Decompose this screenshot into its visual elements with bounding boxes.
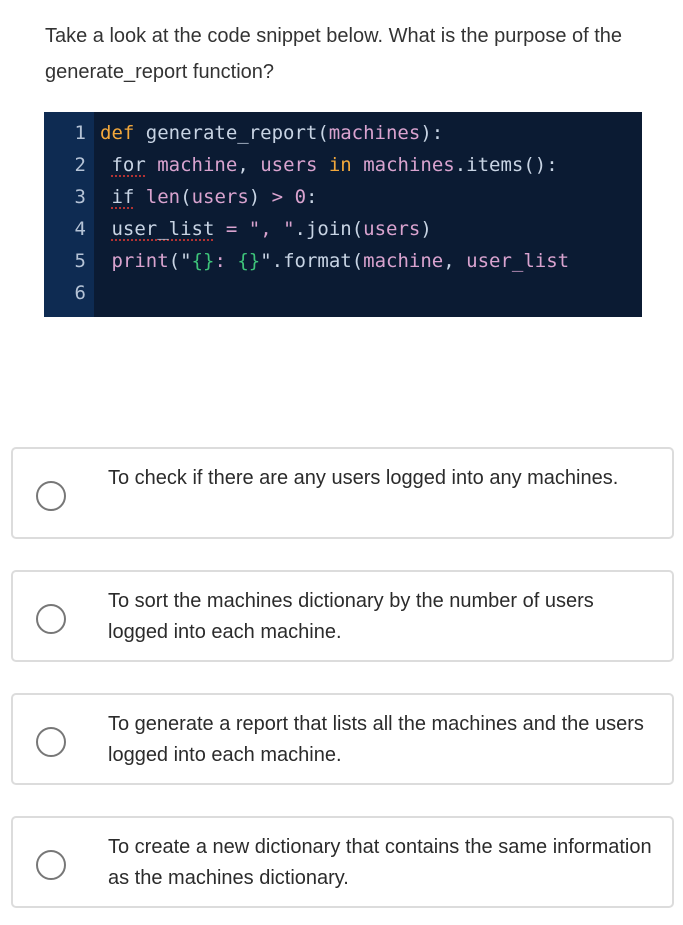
- code-token: (": [168, 250, 192, 272]
- code-token: ", ": [248, 218, 295, 240]
- code-token: {}: [191, 250, 215, 272]
- line-number: 5: [74, 250, 86, 272]
- code-token: .items():: [454, 154, 558, 176]
- code-token: ,: [237, 154, 261, 176]
- answer-option[interactable]: To sort the machines dictionary by the n…: [11, 570, 674, 662]
- code-line: 3 if len(users) > 0:: [44, 181, 318, 213]
- code-token: ,: [443, 250, 467, 272]
- option-label: To create a new dictionary that contains…: [108, 836, 652, 889]
- code-token: machines: [363, 154, 455, 176]
- code-token: ):: [420, 122, 444, 144]
- code-token: [317, 154, 328, 176]
- radio-button[interactable]: [36, 481, 66, 511]
- line-number-gutter: [44, 112, 94, 317]
- code-token: def: [100, 122, 135, 144]
- answer-option[interactable]: To check if there are any users logged i…: [11, 447, 674, 539]
- code-token: if: [111, 186, 135, 208]
- code-token: ): [420, 218, 432, 240]
- code-token: {}: [237, 250, 261, 272]
- code-token: for: [111, 154, 146, 176]
- code-token: [134, 186, 145, 208]
- code-line: 4 user_list = ", ".join(users): [44, 213, 432, 245]
- code-token: user_list: [466, 250, 570, 272]
- code-token: users: [363, 218, 421, 240]
- code-token: machine: [157, 154, 238, 176]
- code-token: ".format(: [260, 250, 364, 272]
- code-token: user_list: [111, 218, 215, 240]
- code-token: [237, 218, 248, 240]
- code-token: (: [180, 186, 192, 208]
- code-token: users: [260, 154, 318, 176]
- radio-button[interactable]: [36, 727, 66, 757]
- code-line: 5 print("{}: {}".format(machine, user_li…: [44, 245, 570, 277]
- code-token: machine: [363, 250, 444, 272]
- answer-option[interactable]: To create a new dictionary that contains…: [11, 816, 674, 908]
- radio-button[interactable]: [36, 850, 66, 880]
- code-token: [146, 154, 157, 176]
- code-token: :: [214, 250, 238, 272]
- code-token: print: [111, 250, 169, 272]
- code-token: len: [145, 186, 181, 208]
- line-number: 2: [74, 154, 86, 176]
- option-label: To generate a report that lists all the …: [108, 713, 644, 766]
- code-token: machines: [328, 122, 421, 144]
- code-token: >: [271, 186, 284, 208]
- option-label: To check if there are any users logged i…: [108, 467, 619, 489]
- code-token: [283, 186, 294, 208]
- line-number: 6: [74, 282, 86, 304]
- radio-button[interactable]: [36, 604, 66, 634]
- line-number: 3: [74, 186, 86, 208]
- code-token: generate_report(: [134, 122, 329, 144]
- code-token: 0: [294, 186, 307, 208]
- code-token: ): [248, 186, 272, 208]
- option-label: To sort the machines dictionary by the n…: [108, 590, 594, 643]
- code-token: [352, 154, 363, 176]
- code-token: :: [306, 186, 318, 208]
- code-token: [214, 218, 225, 240]
- code-token: in: [328, 154, 352, 176]
- code-line: 6: [44, 277, 100, 309]
- question-text: Take a look at the code snippet below. W…: [45, 25, 623, 83]
- code-token: .join(: [294, 218, 364, 240]
- answer-option[interactable]: To generate a report that lists all the …: [11, 693, 674, 785]
- line-number: 4: [74, 218, 86, 240]
- code-token: users: [191, 186, 249, 208]
- code-line: 1 def generate_report(machines):: [44, 117, 444, 149]
- code-line: 2 for machine, users in machines.items()…: [44, 149, 558, 181]
- line-number: 1: [74, 122, 86, 144]
- code-token: =: [225, 218, 238, 240]
